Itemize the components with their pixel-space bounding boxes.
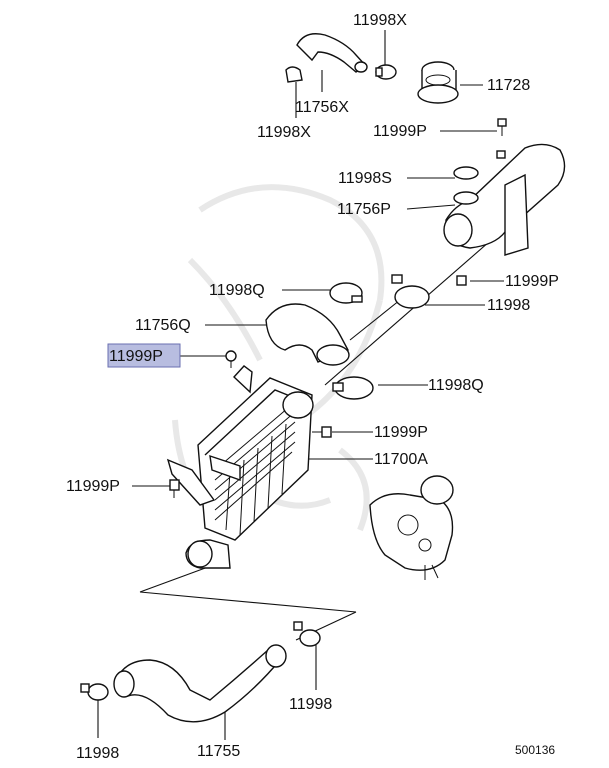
label-intercooler[interactable]: 11700A [374, 451, 428, 468]
label-bolt-left[interactable]: 11999P [66, 478, 120, 495]
bolt-top [497, 118, 507, 136]
leader-lines [97, 30, 506, 740]
label-clamp-right[interactable]: 11998 [487, 297, 530, 314]
clamp-bottom-right [293, 621, 321, 647]
bolt-right [456, 275, 467, 286]
label-bolt-highlighted[interactable]: 11999P [109, 348, 163, 365]
bolt-highlighted [225, 350, 237, 368]
clamp-bottom-left [80, 683, 109, 701]
label-pipe-p[interactable]: 11756P [337, 201, 391, 218]
label-clamp-q-lower[interactable]: 11998Q [428, 377, 484, 394]
label-clamp-top[interactable]: 11998X [353, 12, 407, 29]
label-valve[interactable]: 11728 [487, 77, 530, 94]
label-hose-q[interactable]: 11756Q [135, 317, 191, 334]
hose-11755 [113, 644, 287, 723]
label-hose-upper[interactable]: 11756X [295, 99, 349, 116]
throttle-body [369, 475, 454, 580]
label-clamp-bottom-left[interactable]: 11998 [76, 745, 119, 762]
clamp-right [391, 274, 430, 309]
label-bolt-right[interactable]: 11999P [505, 273, 559, 290]
clamp-s [453, 166, 479, 180]
bolt-mid [312, 426, 332, 438]
label-clamp-s[interactable]: 11998S [338, 170, 392, 187]
label-clamp-bottom-right[interactable]: 11998 [289, 696, 332, 713]
valve-11728 [417, 61, 459, 104]
hose-11756Q [265, 303, 350, 366]
diagram-number: 500136 [515, 743, 555, 757]
upper-hose-11756X [285, 33, 368, 83]
clamp-q-upper [329, 282, 363, 304]
clamp-q-lower [332, 376, 374, 400]
label-clamp-top-left[interactable]: 11998X [257, 124, 311, 141]
label-bolt-top[interactable]: 11999P [373, 123, 427, 140]
highlight-box [107, 343, 181, 368]
intercooler-11700A [166, 365, 314, 569]
pipe-11756P [443, 143, 566, 256]
label-clamp-q-upper[interactable]: 11998Q [209, 282, 265, 299]
bolt-left [169, 479, 180, 498]
label-bolt-mid[interactable]: 11999P [374, 424, 428, 441]
label-hose-bottom[interactable]: 11755 [197, 743, 240, 760]
clamp-top [375, 64, 397, 80]
